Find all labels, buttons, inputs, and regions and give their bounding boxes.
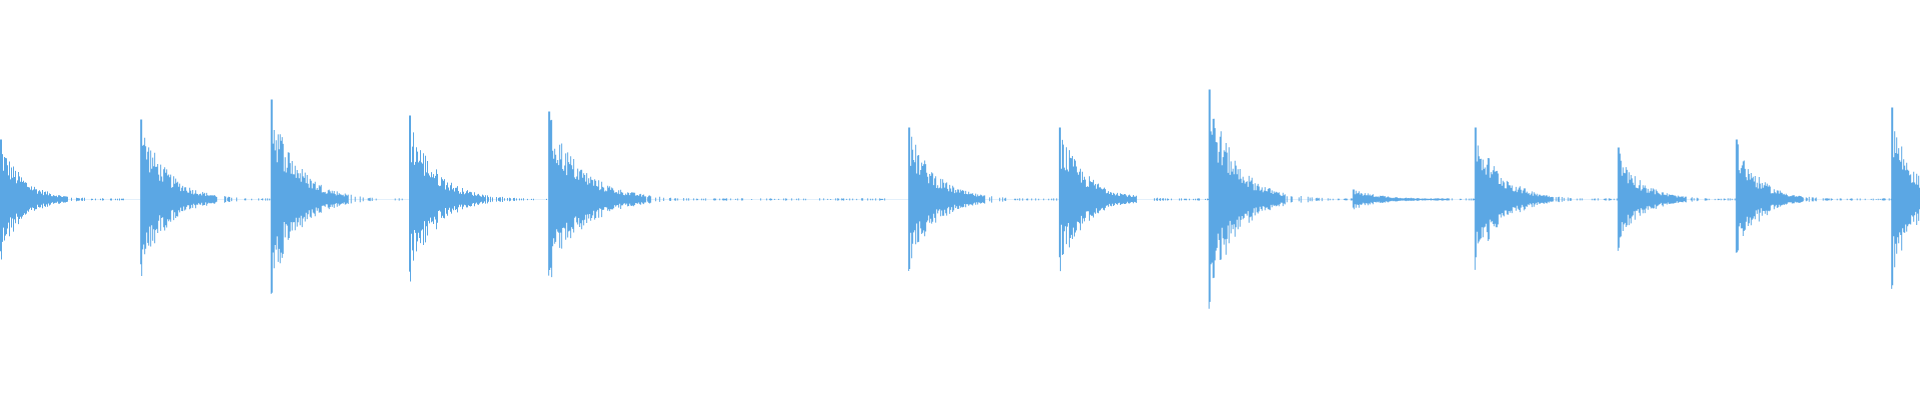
- waveform-transient-1: [0, 139, 124, 260]
- waveform-transient-5: [548, 111, 886, 278]
- waveform-trace: [0, 89, 1920, 309]
- waveform-transient-13: [1891, 107, 1920, 289]
